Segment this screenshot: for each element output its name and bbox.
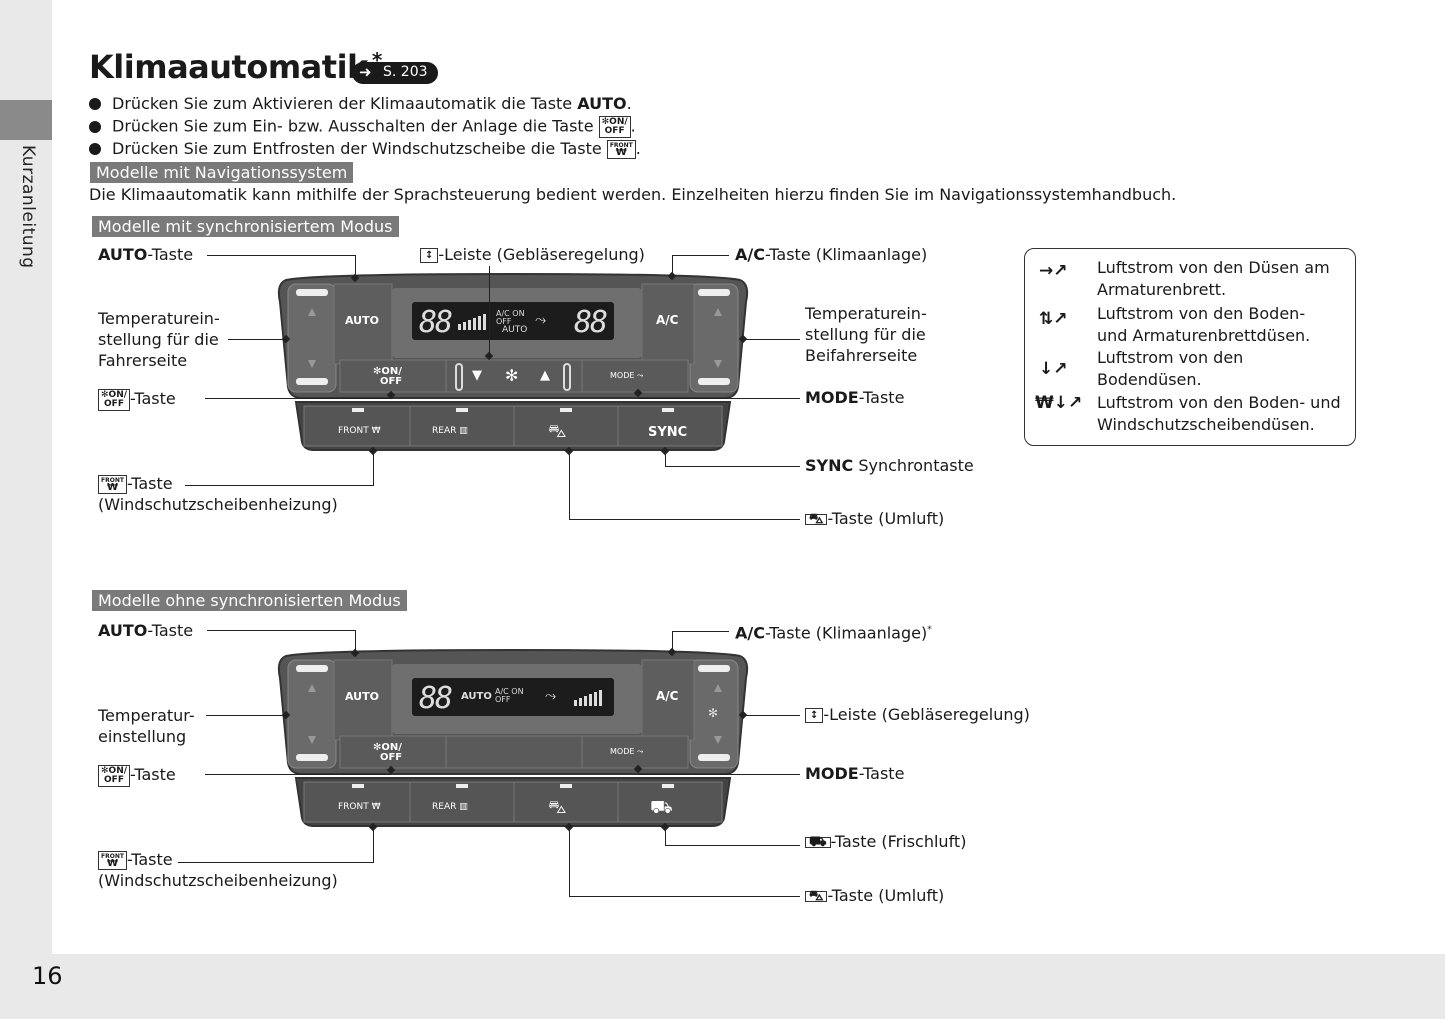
callout-mode-button: MODE-Taste [805, 764, 905, 783]
mode-button[interactable]: MODE ⤳ [610, 371, 644, 380]
fresh-air-key-icon: ⛟ [805, 835, 831, 849]
airflow-floor-windshield-icon: ₩↓↗ [1035, 393, 1083, 413]
front-defrost-button[interactable]: FRONT ₩ [338, 802, 381, 812]
airflow-mode-display-icon: ⤳ [545, 688, 557, 704]
climate-panel-sync [277, 272, 749, 451]
bullet-item: Drücken Sie zum Entfrosten der Windschut… [89, 139, 641, 159]
front-defrost-key-icon: FRONT₩ [98, 851, 127, 870]
callout-front-defrost: FRONT₩-Taste(Windschutzscheibenheizung) [98, 474, 338, 514]
fan-icon: ✻ [708, 706, 719, 720]
section-label-sync: Modelle mit synchronisiertem Modus [92, 216, 399, 237]
title-footnote-mark: * [371, 48, 382, 72]
recirculation-button[interactable]: ⛍ [548, 797, 567, 818]
fan-onoff-key-icon: ✻ON/OFF [598, 116, 631, 138]
callout-temp: Temperatur-einstellung [98, 706, 195, 746]
fan-level-bars-icon [458, 312, 492, 330]
callout-recirc-button: ⛍-Taste (Umluft) [805, 885, 944, 906]
rear-defrost-button[interactable]: REAR ▥ [432, 426, 468, 436]
footer-bar [0, 954, 1445, 1019]
bullet-item: Drücken Sie zum Aktivieren der Klimaauto… [89, 94, 632, 113]
recirculation-button[interactable]: ⛍ [548, 421, 567, 442]
fan-onoff-button[interactable]: ✻ON/ OFF [373, 742, 403, 763]
passenger-temp-display: 88 [574, 305, 608, 340]
front-defrost-button[interactable]: FRONT ₩ [338, 426, 381, 436]
fan-level-bars-icon [574, 688, 608, 706]
arrow-right-icon: ➜ [359, 63, 372, 81]
callout-onoff-button: ✻ON/OFF-Taste [98, 764, 176, 787]
page-reference-link[interactable]: ➜ S. 203 [352, 62, 438, 84]
fan-bar-key-icon: ↕ [805, 708, 824, 723]
callout-sync-button: SYNC Synchrontaste [805, 456, 974, 475]
page-reference-label: S. 203 [383, 64, 428, 80]
recirculation-key-icon: ⛍ [805, 512, 828, 526]
recirculation-key-icon: ⛍ [805, 889, 828, 903]
callout-recirc-button: ⛍-Taste (Umluft) [805, 508, 944, 529]
auto-button[interactable]: AUTO [345, 314, 379, 327]
page-title: Klimaautomatik* [89, 48, 382, 86]
section-label-nosync: Modelle ohne synchronisierten Modus [92, 590, 407, 611]
ac-button[interactable]: A/C [656, 313, 679, 327]
fresh-air-button[interactable]: ⛟ [650, 797, 673, 818]
temp-display: 88 [419, 681, 453, 716]
display-auto-indicator: AUTO [502, 325, 528, 335]
callout-fan-bar: ↕-Leiste (Gebläseregelung) [805, 704, 1030, 725]
airflow-floor-icon: ↓↗ [1039, 359, 1068, 379]
airflow-mode-display-icon: ⤳ [535, 312, 547, 328]
bullet-item: Drücken Sie zum Ein- bzw. Ausschalten de… [89, 116, 636, 138]
sidebar [0, 0, 52, 1019]
navigation-note: Die Klimaautomatik kann mithilfe der Spr… [89, 185, 1177, 204]
fan-decrease-button[interactable]: ▼ [472, 368, 482, 383]
airflow-floor-dashboard-icon: ⇅↗ [1039, 309, 1068, 329]
fan-onoff-key-icon: ✻ON/OFF [98, 388, 131, 411]
legend-item: Luftstrom von den Boden-und Armaturenbre… [1097, 304, 1311, 345]
fan-increase-button[interactable]: ▲ [540, 368, 550, 383]
fan-onoff-button[interactable]: ✻ON/ OFF [373, 366, 403, 387]
section-label-navigation: Modelle mit Navigationssystem [90, 162, 354, 183]
rear-defrost-button[interactable]: REAR ▥ [432, 802, 468, 812]
fan-onoff-key-icon: ✻ON/OFF [98, 764, 131, 787]
airflow-dashboard-icon: →↗ [1039, 261, 1068, 281]
callout-mode-button: MODE-Taste [805, 388, 905, 407]
sidebar-label: Kurzanleitung [18, 145, 38, 269]
display-auto-indicator: AUTO [461, 691, 492, 702]
bullet-dot-icon [89, 143, 101, 155]
front-defrost-key-icon: FRONT₩ [606, 140, 636, 159]
auto-button[interactable]: AUTO [345, 690, 379, 703]
mode-button[interactable]: MODE ⤳ [610, 747, 644, 756]
sync-button[interactable]: SYNC [648, 425, 688, 440]
front-defrost-key-icon: FRONT₩ [98, 475, 127, 494]
callout-auto-button: AUTO-Taste [98, 621, 194, 640]
callout-ac-button: A/C-Taste (Klimaanlage)* [735, 623, 932, 643]
bullet-dot-icon [89, 98, 101, 110]
fan-bar-key-icon: ↕ [420, 248, 439, 263]
callout-onoff-button: ✻ON/OFF-Taste [98, 388, 176, 411]
callout-fan-bar: ↕-Leiste (Gebläseregelung) [420, 244, 645, 265]
climate-panel-nosync [277, 648, 749, 827]
driver-temp-display: 88 [419, 305, 453, 340]
fan-icon: ✻ [505, 366, 519, 385]
callout-ac-button: A/C-Taste (Klimaanlage) [735, 245, 928, 264]
ac-button[interactable]: A/C [656, 689, 679, 703]
callout-auto-button: AUTO-Taste [98, 245, 194, 264]
page-number: 16 [32, 962, 63, 990]
sidebar-tab-marker [0, 100, 52, 140]
callout-fresh-air-button: ⛟-Taste (Frischluft) [805, 831, 966, 852]
callout-front-defrost: FRONT₩-Taste(Windschutzscheibenheizung) [98, 850, 338, 890]
bullet-dot-icon [89, 120, 101, 133]
